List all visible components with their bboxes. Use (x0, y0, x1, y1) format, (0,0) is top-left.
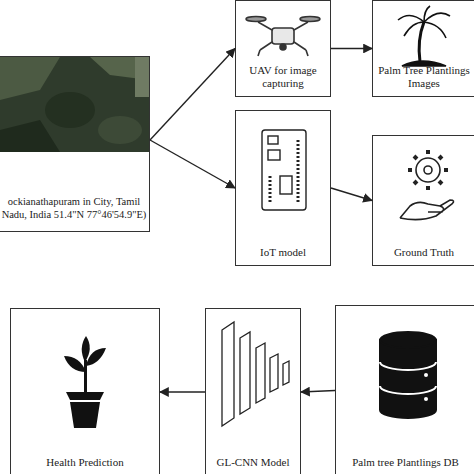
palm-tree-icon (398, 6, 450, 66)
process-box: Palm Tree Plantlings Images (372, 0, 474, 97)
gear-hand-icon (400, 150, 454, 220)
node-label: Health Prediction (13, 456, 157, 469)
text-area: IoT model (238, 246, 328, 259)
node-label: Palm Tree Plantlings Images (375, 64, 473, 90)
text-area: Palm Tree Plantlings Images (375, 64, 473, 90)
node-label: ockianathapuram in City, Tamil Nadu, Ind… (1, 195, 147, 221)
drone-icon (246, 17, 320, 57)
database-icon (380, 332, 436, 418)
satellite-image (0, 57, 149, 152)
process-box: Ground Truth (372, 135, 474, 266)
process-box: Health Prediction (10, 308, 160, 474)
text-area: ockianathapuram in City, Tamil Nadu, Ind… (1, 195, 147, 221)
process-box: Palm tree Plantlings DB (335, 305, 474, 474)
arrow-connector (150, 49, 235, 141)
text-area: UAV for image capturing (238, 64, 328, 90)
node-label: Palm tree Plantlings DB (338, 456, 473, 469)
potted-plant-icon (64, 336, 106, 428)
process-box: GL-CNN Model (205, 308, 301, 474)
node-label: IoT model (238, 246, 328, 259)
location-box: ockianathapuram in City, Tamil Nadu, Ind… (0, 56, 150, 232)
text-area: GL-CNN Model (208, 456, 298, 469)
arrow-connector (150, 140, 235, 188)
text-area: Health Prediction (13, 456, 157, 469)
process-box: IoT model (235, 110, 331, 266)
node-label: Ground Truth (375, 246, 473, 259)
process-box: UAV for image capturing (235, 0, 331, 97)
node-label: GL-CNN Model (208, 456, 298, 469)
arrow-connector (301, 391, 335, 393)
text-area: Palm tree Plantlings DB (338, 456, 473, 469)
cnn-layers-icon (222, 322, 289, 426)
node-label: UAV for image capturing (238, 64, 328, 90)
text-area: Ground Truth (375, 246, 473, 259)
arduino-board-icon (262, 130, 306, 210)
arrow-connector (331, 188, 372, 201)
arrow-connector (331, 48, 372, 49)
arrow-connector (160, 391, 205, 392)
